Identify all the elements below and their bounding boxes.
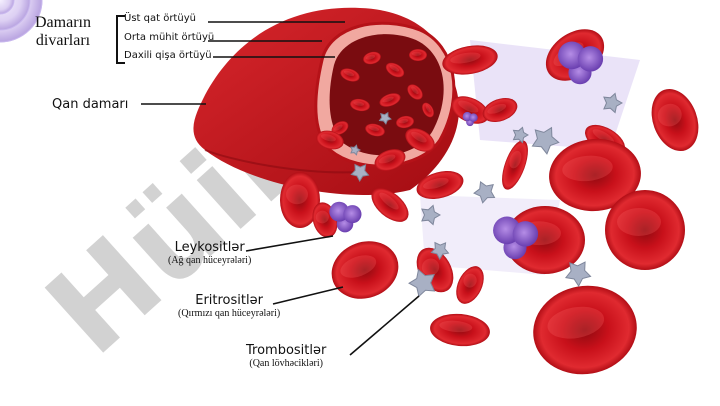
red-blood-cell <box>385 62 405 78</box>
white-blood-cell <box>462 111 478 127</box>
leukocyte-label: Leykositlər (Ağ qan hüceyrələri) <box>168 240 251 266</box>
red-blood-cell <box>407 84 423 100</box>
leukocyte-sub: (Ağ qan hüceyrələri) <box>168 255 252 266</box>
red-blood-cell <box>533 285 637 375</box>
red-blood-cell <box>379 93 401 107</box>
red-blood-cell <box>405 128 435 152</box>
wall-title-line2: divarları <box>35 32 91 49</box>
wall-layer-outer: Üst qat örtüyü <box>124 13 196 24</box>
red-blood-cell <box>502 140 528 190</box>
white-blood-cell <box>558 41 604 85</box>
label-leaders <box>141 21 420 356</box>
red-blood-cell <box>409 49 427 61</box>
red-blood-cell <box>331 121 349 135</box>
white-blood-cell <box>493 216 539 260</box>
red-blood-cell <box>331 241 399 299</box>
leader-line <box>272 286 344 305</box>
erythrocyte-sub: (Qırmızı qan hüceyrələri) <box>178 308 281 319</box>
thrombocyte-label: Trombositlər (Qan lövhəcikləri) <box>246 343 326 369</box>
vessel-inner-lumen <box>329 34 444 156</box>
wall-title: Damarın divarları <box>20 14 106 50</box>
leukocyte-name: Leykositlər <box>174 240 245 255</box>
red-blood-cell <box>371 188 409 222</box>
red-blood-cell <box>482 97 518 123</box>
red-blood-cell <box>316 130 344 150</box>
erythrocyte-label: Eritrositlər (Qırmızı qan hüceyrələri) <box>178 293 280 319</box>
platelet <box>603 92 624 114</box>
wall-bracket <box>116 15 125 64</box>
thrombocyte-name: Trombositlər <box>246 343 327 358</box>
red-blood-cell <box>396 115 414 129</box>
leader-line <box>245 235 334 252</box>
erythrocyte-name: Eritrositlər <box>195 293 263 308</box>
leader-line <box>349 295 420 356</box>
platelet <box>408 268 436 298</box>
platelet <box>512 126 529 144</box>
vessel-label: Qan damarı <box>52 97 129 112</box>
blood-cells <box>0 0 699 375</box>
white-blood-cell <box>329 201 362 233</box>
red-blood-cell <box>280 172 320 228</box>
platelet <box>430 241 450 261</box>
platelet <box>378 111 392 125</box>
wall-layer-inner: Daxili qişa örtüyü <box>124 50 212 61</box>
platelet <box>564 261 592 288</box>
red-blood-cell <box>451 96 489 124</box>
wall-layer-middle: Orta mühit örtüyü <box>124 32 215 43</box>
platelet <box>473 181 496 204</box>
thrombocyte-sub: (Qan lövhəcikləri) <box>249 358 323 369</box>
red-blood-cell <box>549 138 641 212</box>
wall-title-line1: Damarın <box>35 14 91 31</box>
red-blood-cell <box>340 68 360 82</box>
red-blood-cell <box>456 266 484 304</box>
red-blood-cell <box>422 102 434 118</box>
red-blood-cell <box>363 51 381 65</box>
platelet <box>421 204 442 226</box>
platelet <box>350 144 362 156</box>
platelet <box>531 126 560 155</box>
red-blood-cell <box>651 89 699 151</box>
red-blood-cell <box>442 45 498 75</box>
red-blood-cell <box>350 98 370 112</box>
red-blood-cell <box>430 313 490 347</box>
platelet <box>350 163 370 183</box>
red-blood-cell <box>605 190 685 270</box>
red-blood-cell <box>365 123 385 137</box>
red-blood-cell <box>416 170 464 200</box>
red-blood-cell <box>374 149 406 171</box>
